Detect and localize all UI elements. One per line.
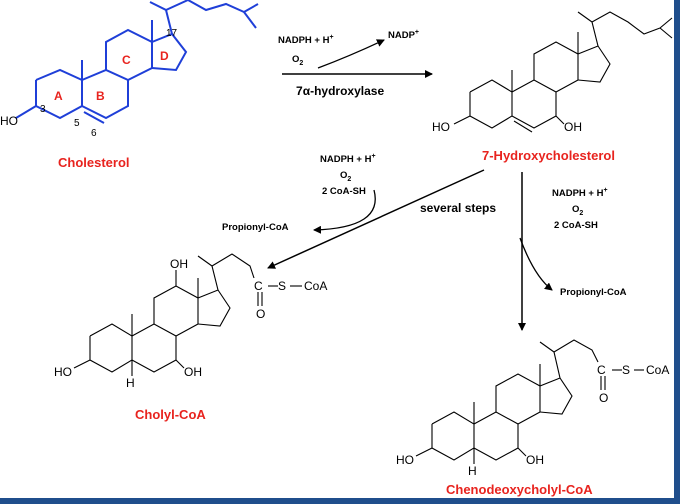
reaction-arrow-step1 — [282, 39, 433, 78]
left-cofactor-in: NADPH + H+ — [320, 153, 376, 165]
cholyl-coa-name: Cholyl-CoA — [135, 407, 206, 422]
several-steps-label: several steps — [420, 201, 496, 215]
cholyl-oh-top: OH — [170, 257, 188, 271]
cheno-ho: HO — [396, 453, 414, 467]
cholyl-sulfur: S — [278, 279, 286, 293]
cheno-sulfur: S — [622, 363, 630, 377]
cholyl-coa-structure — [73, 253, 302, 376]
cholesterol-labels: HO 3 5 6 17 A B C D Cholesterol — [0, 28, 178, 170]
cholyl-oh-bottom: OH — [184, 365, 202, 379]
cholyl-coa-group: CoA — [304, 279, 327, 293]
ring-label-a: A — [54, 89, 63, 103]
cheno-carbonyl-c: C — [597, 363, 606, 377]
right-byproduct: Propionyl-CoA — [560, 287, 627, 298]
cholesterol-structure — [15, 0, 259, 124]
cheno-carbonyl-o: O — [599, 391, 608, 405]
cheno-coa-group: CoA — [646, 363, 669, 377]
step1-oxygen: O2 — [292, 54, 303, 67]
enzyme-7a-hydroxylase: 7α-hydroxylase — [296, 84, 384, 98]
ring-label-d: D — [160, 49, 169, 63]
cholesterol-position-3: 3 — [40, 104, 46, 115]
cheno-h: H — [468, 464, 477, 478]
cholyl-carbonyl-c: C — [254, 279, 263, 293]
right-cofactor-in: NADPH + H+ — [552, 187, 608, 199]
cholyl-coa-labels: OH C S CoA O HO OH H Cholyl-CoA — [54, 257, 327, 422]
step1-cofactor-in: NADPH + H+ — [278, 34, 334, 46]
left-oxygen: O2 — [340, 170, 351, 183]
right-branch-labels: NADPH + H+ O2 2 CoA-SH Propionyl-CoA — [552, 187, 627, 298]
reaction-arrow-left — [267, 169, 485, 269]
ring-label-b: B — [96, 89, 105, 103]
hydroxycholesterol-oh: OH — [564, 120, 582, 134]
right-oxygen: O2 — [572, 204, 583, 217]
cholesterol-position-6: 6 — [91, 128, 97, 139]
step1-labels: NADPH + H+ O2 NADP+ 7α-hydroxylase — [278, 29, 419, 98]
ring-label-c: C — [122, 53, 131, 67]
left-coash: 2 CoA-SH — [322, 186, 366, 197]
cholesterol-ho-label: HO — [0, 114, 18, 128]
chenodeoxycholyl-coa-labels: C S CoA O HO OH H Chenodeoxycholyl-CoA — [396, 363, 669, 497]
hydroxycholesterol-labels: HO OH 7-Hydroxycholesterol — [432, 120, 615, 163]
reaction-arrow-right — [518, 172, 553, 331]
cheno-oh: OH — [526, 453, 544, 467]
frame-border-right — [674, 0, 680, 504]
cholesterol-position-17: 17 — [166, 28, 178, 39]
cholyl-carbonyl-o: O — [256, 307, 265, 321]
pathway-svg: HO 3 5 6 17 A B C D Cholesterol NADPH + … — [0, 0, 673, 497]
cholesterol-name: Cholesterol — [58, 155, 130, 170]
right-coash: 2 CoA-SH — [554, 220, 598, 231]
hydroxycholesterol-structure — [453, 11, 673, 133]
cholyl-h: H — [126, 376, 135, 390]
chenodeoxycholyl-coa-structure — [415, 339, 644, 464]
cholyl-ho: HO — [54, 365, 72, 379]
frame-border-bottom — [0, 498, 680, 504]
chenodeoxycholyl-coa-name: Chenodeoxycholyl-CoA — [446, 482, 593, 497]
hydroxycholesterol-name: 7-Hydroxycholesterol — [482, 148, 615, 163]
hydroxycholesterol-ho: HO — [432, 120, 450, 134]
left-branch-labels: NADPH + H+ O2 2 CoA-SH Propionyl-CoA sev… — [222, 153, 496, 233]
cholesterol-position-5: 5 — [74, 118, 80, 129]
step1-cofactor-out: NADP+ — [388, 29, 419, 41]
left-byproduct: Propionyl-CoA — [222, 222, 289, 233]
